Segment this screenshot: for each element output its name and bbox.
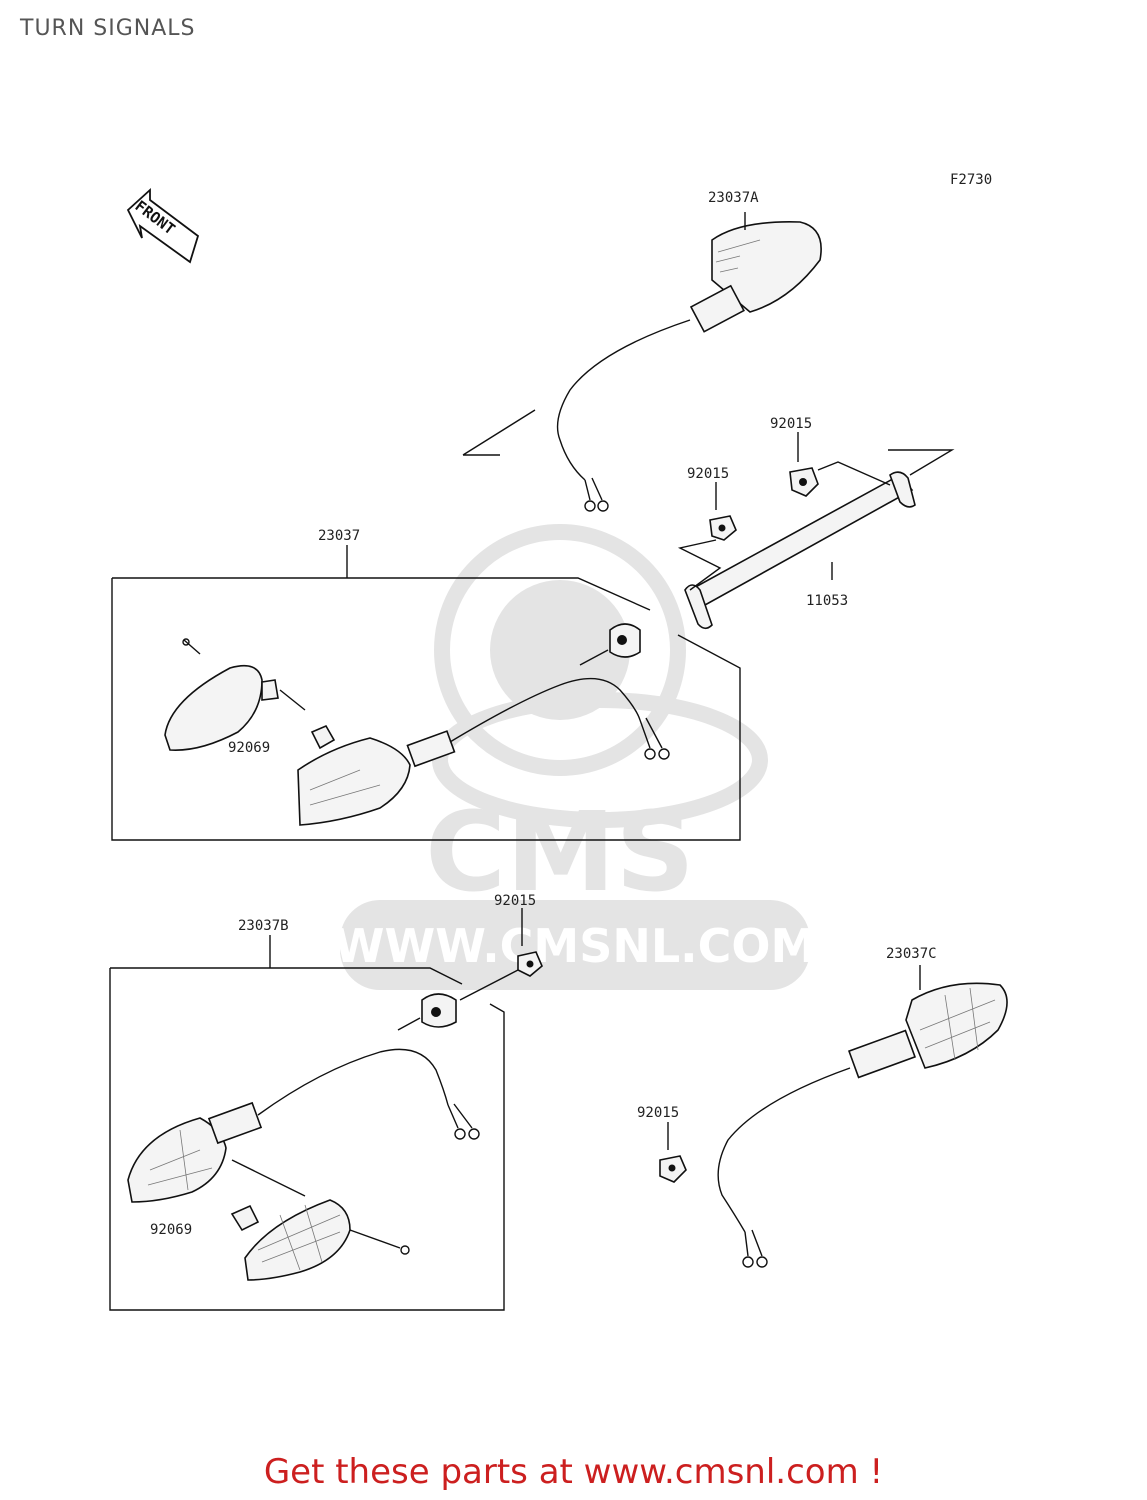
callout-92069-upper: 92069 [228, 740, 270, 756]
callout-23037: 23037 [318, 528, 360, 544]
nut-92015-top-mid: 92015 [677, 466, 737, 591]
callout-92015-top-right: 92015 [770, 416, 812, 432]
callout-92015-mid: 92015 [494, 893, 536, 909]
turn-signal-23037a: 23037A [556, 190, 822, 512]
figure-code: F2730 [950, 172, 992, 188]
callout-92015-top-mid: 92015 [687, 466, 729, 482]
nut-92015-lower: 92015 [637, 1105, 687, 1183]
callout-11053: 11053 [806, 593, 848, 609]
page-title: TURN SIGNALS [20, 16, 196, 41]
watermark-url: WWW.CMSNL.COM [334, 919, 817, 973]
callout-23037c: 23037C [886, 946, 937, 962]
nut-92015-mid: 92015 [459, 893, 543, 1001]
footer-promo[interactable]: Get these parts at www.cmsnl.com ! [263, 1452, 884, 1492]
assembly-23037: 23037 92069 [111, 528, 741, 841]
callout-23037a: 23037A [708, 190, 759, 206]
nut-92015-top-right: 92015 [770, 416, 891, 497]
callout-92015-lower: 92015 [637, 1105, 679, 1121]
watermark-brand: CMS [425, 788, 694, 916]
turn-signal-23037c: 23037C [717, 946, 1008, 1268]
assembly-23037b: 23037B 92069 [109, 918, 505, 1311]
front-arrow-icon: FRONT [126, 187, 200, 264]
cms-watermark: CMS WWW.CMSNL.COM [334, 524, 817, 990]
callout-92069-lower: 92069 [150, 1222, 192, 1238]
callout-23037b: 23037B [238, 918, 289, 934]
bracket-11053: 11053 [684, 471, 916, 630]
